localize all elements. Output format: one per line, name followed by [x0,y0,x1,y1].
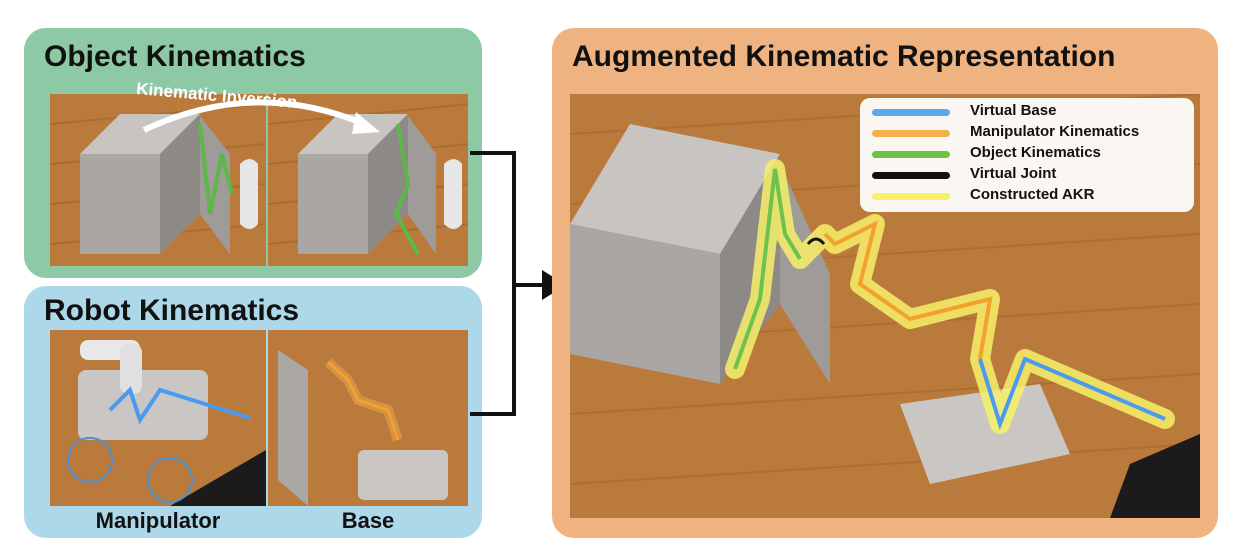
base-photo [268,330,468,506]
akr-title: Augmented Kinematic Representation [572,40,1116,73]
legend-item-manipulator-kinematics: Manipulator Kinematics [872,123,1192,143]
akr-legend: Virtual Base Manipulator Kinematics Obje… [860,98,1194,212]
legend-label: Manipulator Kinematics [970,123,1140,140]
legend-item-object-kinematics: Object Kinematics [872,144,1192,164]
legend-swatch [872,130,950,137]
legend-swatch [872,172,950,179]
legend-label: Constructed AKR [970,186,1095,203]
legend-item-virtual-base: Virtual Base [872,102,1192,122]
legend-swatch [872,109,950,116]
manipulator-photo [50,330,266,506]
base-caption: Base [341,508,395,533]
legend-label: Virtual Joint [970,165,1057,182]
legend-swatch [872,151,950,158]
kinematic-inversion-arrow [142,99,380,134]
legend-label: Virtual Base [970,102,1057,119]
legend-item-constructed-akr: Constructed AKR [872,186,1192,206]
object-kinematics-title: Object Kinematics [44,40,306,73]
legend-item-virtual-joint: Virtual Joint [872,165,1192,185]
legend-label: Object Kinematics [970,144,1101,161]
legend-swatch [872,193,950,200]
manipulator-caption: Manipulator [95,508,221,533]
object-kinematics-panel: Object Kinematics [24,28,482,278]
robot-kinematics-panel: Robot Kinematics Manipulator Base [24,286,482,538]
robot-kinematics-title: Robot Kinematics [44,294,300,327]
